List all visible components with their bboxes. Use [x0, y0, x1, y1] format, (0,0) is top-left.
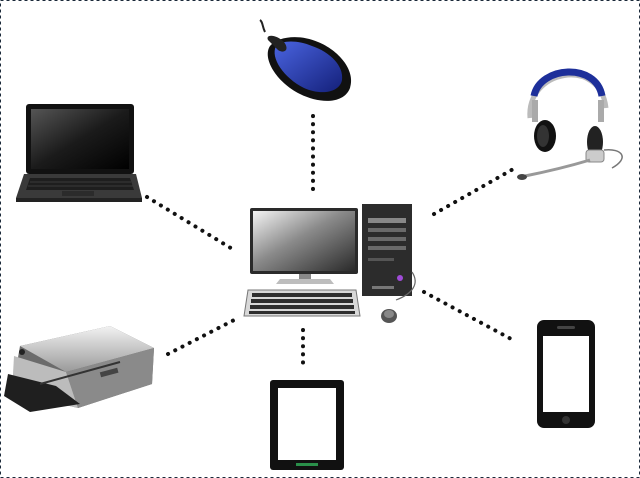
tablet-icon — [270, 380, 344, 470]
connector-laptop — [145, 195, 236, 252]
smartphone-icon — [537, 320, 595, 428]
connectors — [145, 114, 517, 372]
connector-smartphone — [422, 290, 515, 342]
connector-headset — [432, 166, 517, 216]
laptop-icon — [16, 104, 142, 202]
printer-icon — [4, 326, 154, 412]
mouse-icon — [259, 19, 352, 101]
headset-icon — [517, 68, 623, 180]
connector-printer — [166, 316, 240, 356]
desktop-computer-icon — [243, 204, 416, 323]
